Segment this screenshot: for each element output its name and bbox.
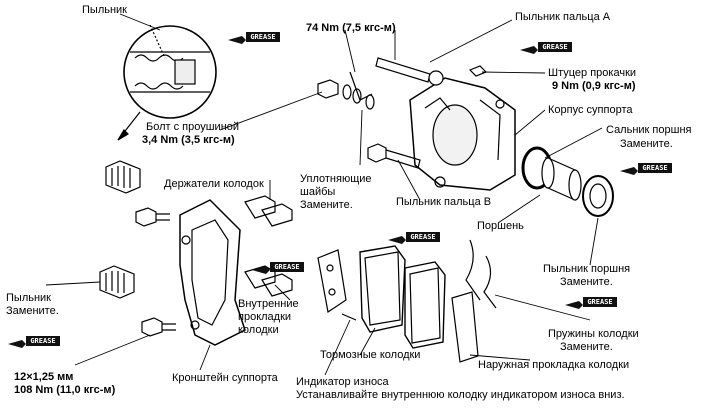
grease-tube-icon [228,36,246,44]
label-banjo-bolt: Болт с проушиной [146,121,240,133]
pad-retainers [244,195,293,297]
grease-tag-pin-a: GREASE [520,42,572,60]
label-piston-boot: Пыльник поршня [543,263,631,275]
label-brake-pads: Тормозные колодки [320,349,421,361]
grease-tube-icon [620,167,638,175]
label-sealing-washers-replace: Замените. [300,199,353,211]
grease-tag-retainers: GREASE [252,262,304,280]
label-pin-boot-b: Пыльник пальца В [396,196,492,208]
label-outer-shim: Наружная прокладка колодки [478,359,630,371]
label-wear-indicator: Индикатор износа [296,376,389,388]
grease-label: GREASE [246,32,280,42]
grease-label: GREASE [406,232,440,242]
label-pad-retainers: Держатели колодок [164,178,264,190]
banjo-bolt-assembly [317,71,375,110]
label-left-boot-replace: Замените. [6,305,59,317]
label-bracket: Кронштейн суппорта [172,372,278,384]
grease-tag-piston-boot: GREASE [565,297,617,315]
label-torque-top: 74 Nm (7,5 кгс-м) [306,22,396,34]
left-dust-boot-top [105,160,141,194]
leader-lines [45,13,603,376]
label-sealing-washers-2: шайбы [300,186,336,198]
label-bleeder: Штуцер прокачки [548,67,637,79]
label-left-boot: Пыльник [6,292,51,304]
label-bolt-torque: 108 Nm (11,0 кгс-м) [14,384,116,396]
label-caliper-body: Корпус суппорта [548,104,633,116]
grease-tag-pads: GREASE [388,232,440,250]
label-piston-seal: Сальник поршня [606,124,692,136]
label-inner-shims: Внутренние [238,298,299,310]
grease-tag-top-left: GREASE [228,32,280,50]
inner-brake-pad [359,245,406,333]
wear-indicator [341,313,357,321]
label-pin-boot-a: Пыльник пальца А [515,11,611,23]
grease-label: GREASE [538,42,572,52]
label-inner-shims-3: колодки [238,324,279,336]
grease-tube-icon [520,46,538,54]
caliper-pin-b [367,143,421,169]
bleeder-screw [468,65,488,77]
label-banjo-torque: 3,4 Nm (3,5 кгс-м) [142,134,235,146]
label-bleeder-torque: 9 Nm (0,9 кгс-м) [552,80,636,92]
grease-tag-left-boot: GREASE [8,336,60,354]
inner-shim [317,249,347,314]
label-sealing-washers: Уплотняющие [300,173,372,185]
outer-brake-pad [404,261,446,349]
grease-label: GREASE [583,297,617,307]
label-install-note: Устанавливайте внутреннюю колодку индика… [296,389,625,401]
outer-shim [451,291,479,363]
small-bolt-lower [141,317,176,337]
label-bolt-size: 12×1,25 мм [14,371,74,383]
grease-tag-piston-seal: GREASE [620,163,672,181]
label-inner-shims-2: прокладки [238,311,292,323]
grease-label: GREASE [638,163,672,173]
left-dust-boot-bottom [99,265,135,299]
grease-tube-icon [252,266,270,274]
grease-tube-icon [388,236,406,244]
caliper-pin-a [375,57,444,86]
label-pad-springs: Пружины колодки [548,328,639,340]
pad-springs [465,239,497,309]
label-pad-springs-replace: Замените. [560,341,613,353]
grease-tube-icon [565,301,583,309]
caliper-body [409,77,516,191]
label-dust-boot-top: Пыльник [82,4,127,16]
grease-label: GREASE [270,262,304,272]
grease-tube-icon [8,340,26,348]
small-bolt-upper [135,207,170,227]
piston [541,157,582,201]
dust-boot-detail-circle [117,24,217,141]
grease-label: GREASE [26,336,60,346]
label-piston: Поршень [477,220,524,232]
piston-boot [582,175,614,217]
caliper-bracket [179,199,246,346]
label-piston-boot-replace: Замените. [560,276,613,288]
label-piston-seal-replace: Замените. [620,138,673,150]
